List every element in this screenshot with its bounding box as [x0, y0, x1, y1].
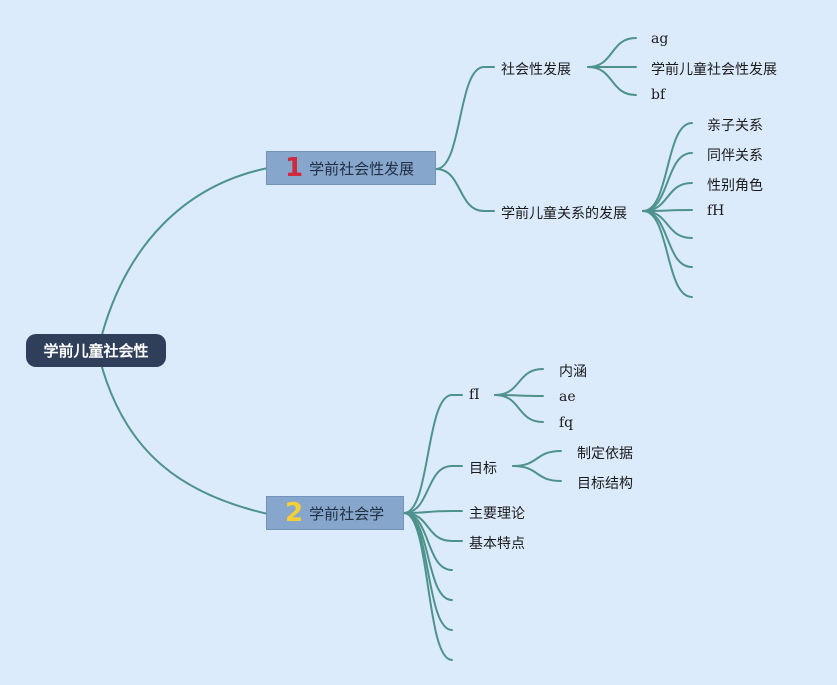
branch-node-1[interactable]: 1 学前社会性发展 — [266, 151, 436, 185]
connector-fi-child-2 — [494, 394, 544, 423]
connector-b2-topic-1 — [403, 465, 463, 514]
topic-child-relations[interactable]: 学前儿童关系的发展 — [501, 206, 627, 222]
connector-relations-child-0 — [642, 122, 693, 212]
connector-relations-child-2 — [642, 182, 693, 212]
subtopic-connotation[interactable]: 内涵 — [559, 364, 587, 380]
topic-basic-features[interactable]: 基本特点 — [469, 536, 525, 552]
subtopic-gender-role[interactable]: 性别角色 — [707, 178, 763, 194]
subtopic-parent-child[interactable]: 亲子关系 — [707, 118, 763, 134]
topic-goal[interactable]: 目标 — [469, 461, 497, 477]
subtopic-goal-structure[interactable]: 目标结构 — [577, 476, 633, 492]
subtopic-peer[interactable]: 同伴关系 — [707, 148, 763, 164]
subtopic-child-social-development[interactable]: 学前儿童社会性发展 — [651, 62, 777, 78]
subtopic-fq[interactable]: fq — [559, 415, 574, 431]
connector-social-child-2 — [587, 66, 637, 96]
connector-relations-child-4 — [642, 210, 693, 239]
connector-b2-topic-6 — [403, 512, 453, 631]
branch-number-2: 2 — [285, 498, 304, 528]
branch-node-2[interactable]: 2 学前社会学 — [266, 496, 404, 530]
connector-social-child-0 — [587, 37, 637, 68]
subtopic-fh[interactable]: fH — [707, 203, 725, 219]
connector-goal-child-0 — [512, 450, 562, 467]
subtopic-bf[interactable]: bf — [651, 87, 666, 103]
branch-label-1: 学前社会性发展 — [309, 159, 415, 178]
root-node[interactable]: 学前儿童社会性 — [26, 334, 166, 367]
connector-b2-topic-7 — [403, 512, 453, 661]
connector-b1-social — [435, 66, 495, 170]
connector-b1-relations — [435, 168, 495, 212]
connector-fi-child-0 — [494, 368, 544, 396]
subtopic-ae[interactable]: ae — [559, 389, 576, 405]
connector-relations-child-5 — [642, 210, 693, 268]
connector-root-branch2 — [99, 359, 269, 515]
branch-label-2: 学前社会学 — [309, 504, 385, 523]
connector-relations-child-1 — [642, 152, 693, 212]
topic-fi[interactable]: fI — [469, 387, 480, 403]
connector-root-branch1 — [99, 167, 269, 343]
branch-number-1: 1 — [285, 153, 304, 183]
root-label: 学前儿童社会性 — [43, 342, 149, 360]
connector-goal-child-1 — [512, 465, 562, 482]
topic-main-theory[interactable]: 主要理论 — [469, 506, 525, 522]
connector-b2-topic-4 — [403, 512, 453, 571]
subtopic-basis[interactable]: 制定依据 — [577, 446, 633, 462]
topic-social-development[interactable]: 社会性发展 — [501, 62, 571, 78]
subtopic-ag[interactable]: ag — [651, 31, 669, 47]
connector-b2-topic-0 — [403, 394, 463, 514]
connector-relations-child-6 — [642, 210, 693, 298]
